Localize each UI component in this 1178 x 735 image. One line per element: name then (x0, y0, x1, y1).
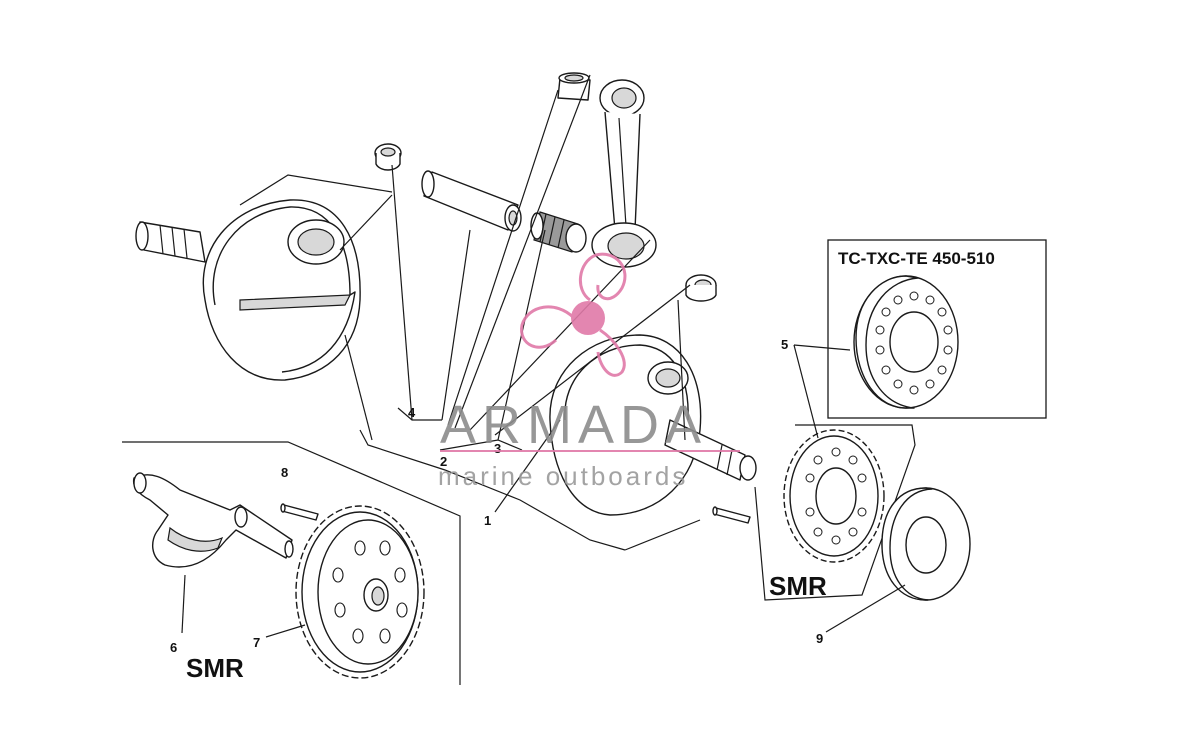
washer (881, 487, 971, 601)
smr-label-gear-box: SMR (769, 571, 827, 601)
callout-7: 7 (253, 635, 260, 650)
callout-8: 8 (281, 465, 288, 480)
smr-label-bottom-left: SMR (186, 653, 244, 683)
small-plug-left (374, 143, 402, 171)
pin-right (712, 506, 751, 524)
pin-left (280, 503, 319, 521)
small-bush-right (685, 274, 717, 302)
watermark-logo-icon (520, 252, 627, 377)
callout-4: 4 (408, 405, 416, 420)
callout-1: 1 (484, 513, 491, 528)
callout-3: 3 (494, 441, 501, 456)
callout-6: 6 (170, 640, 177, 655)
small-bush-top (557, 72, 591, 101)
needle-bearing (530, 211, 587, 253)
callout-numbers: 1 2 3 4 5 6 7 8 9 (170, 337, 823, 655)
variant-box-label: TC-TXC-TE 450-510 (838, 249, 995, 268)
right-crank-half (549, 334, 757, 516)
watermark: ARMADA marine outboards (438, 252, 740, 491)
callout-2: 2 (440, 454, 447, 469)
smr-section-bottom-left: SMR (122, 441, 461, 685)
smr-gear-left (295, 505, 425, 679)
callout-9: 9 (816, 631, 823, 646)
gear-right (783, 429, 885, 563)
callout-5: 5 (781, 337, 788, 352)
smr-gear-box: SMR (754, 424, 916, 601)
variant-box: TC-TXC-TE 450-510 (827, 239, 1047, 419)
watermark-brand: ARMADA (440, 395, 707, 455)
leader-lines-right (793, 344, 906, 633)
smr-crankshaft (132, 472, 294, 568)
connecting-rod (591, 79, 657, 268)
crank-pin (421, 170, 522, 232)
leader-lines (239, 74, 701, 551)
left-crank-half (135, 199, 361, 381)
watermark-tagline: marine outboards (438, 461, 688, 491)
